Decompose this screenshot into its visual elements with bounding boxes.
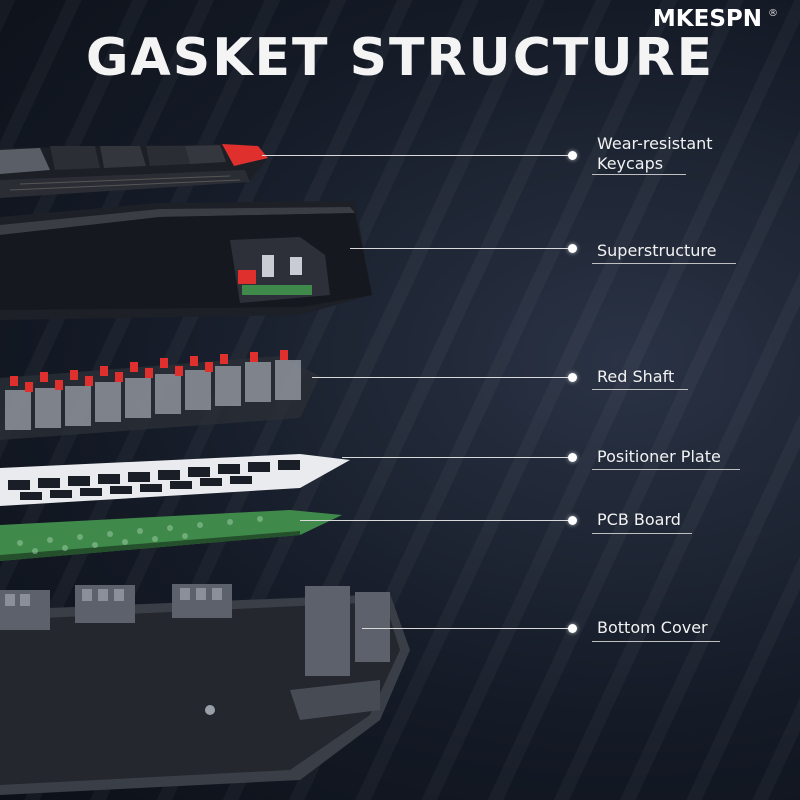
keycaps-layer [0, 144, 268, 198]
positioner-plate-underline [592, 469, 740, 470]
label-superstructure: Superstructure [597, 241, 717, 260]
bottom-cover-layer [0, 584, 410, 795]
superstructure-leader-dot [568, 244, 577, 253]
superstructure-layer [0, 201, 372, 320]
bottom-cover-leader-dot [568, 624, 577, 633]
positioner-plate-leader-dot [568, 453, 577, 462]
positioner-plate-layer [0, 454, 350, 506]
brand-logo: MKESPN [652, 6, 762, 32]
bottom-cover-underline [592, 641, 720, 642]
keycaps-underline [592, 174, 686, 175]
positioner-plate-leader-line [342, 457, 572, 458]
label-keycaps: Wear-resistant Keycaps [597, 134, 713, 174]
superstructure-leader-line [350, 248, 572, 249]
red-shaft-underline [592, 389, 688, 390]
label-positioner-plate: Positioner Plate [597, 447, 721, 466]
label-bottom-cover: Bottom Cover [597, 618, 708, 637]
label-keycaps-line1: Wear-resistant [597, 134, 713, 153]
pcb-board-layer [0, 510, 342, 561]
pcb-board-underline [592, 533, 692, 534]
page-title: GASKET STRUCTURE [85, 28, 715, 88]
red-shaft-leader-line [312, 377, 572, 378]
pcb-board-leader-line [300, 520, 572, 521]
red-shaft-leader-dot [568, 373, 577, 382]
keycaps-leader-dot [568, 151, 577, 160]
superstructure-underline [592, 263, 736, 264]
pcb-board-leader-dot [568, 516, 577, 525]
red-shaft-layer [0, 350, 320, 440]
registered-mark: ® [768, 8, 778, 19]
label-pcb-board: PCB Board [597, 510, 681, 529]
label-red-shaft: Red Shaft [597, 367, 675, 386]
keycaps-leader-line [262, 155, 572, 156]
bottom-cover-leader-line [362, 628, 572, 629]
label-keycaps-line2: Keycaps [597, 154, 664, 173]
